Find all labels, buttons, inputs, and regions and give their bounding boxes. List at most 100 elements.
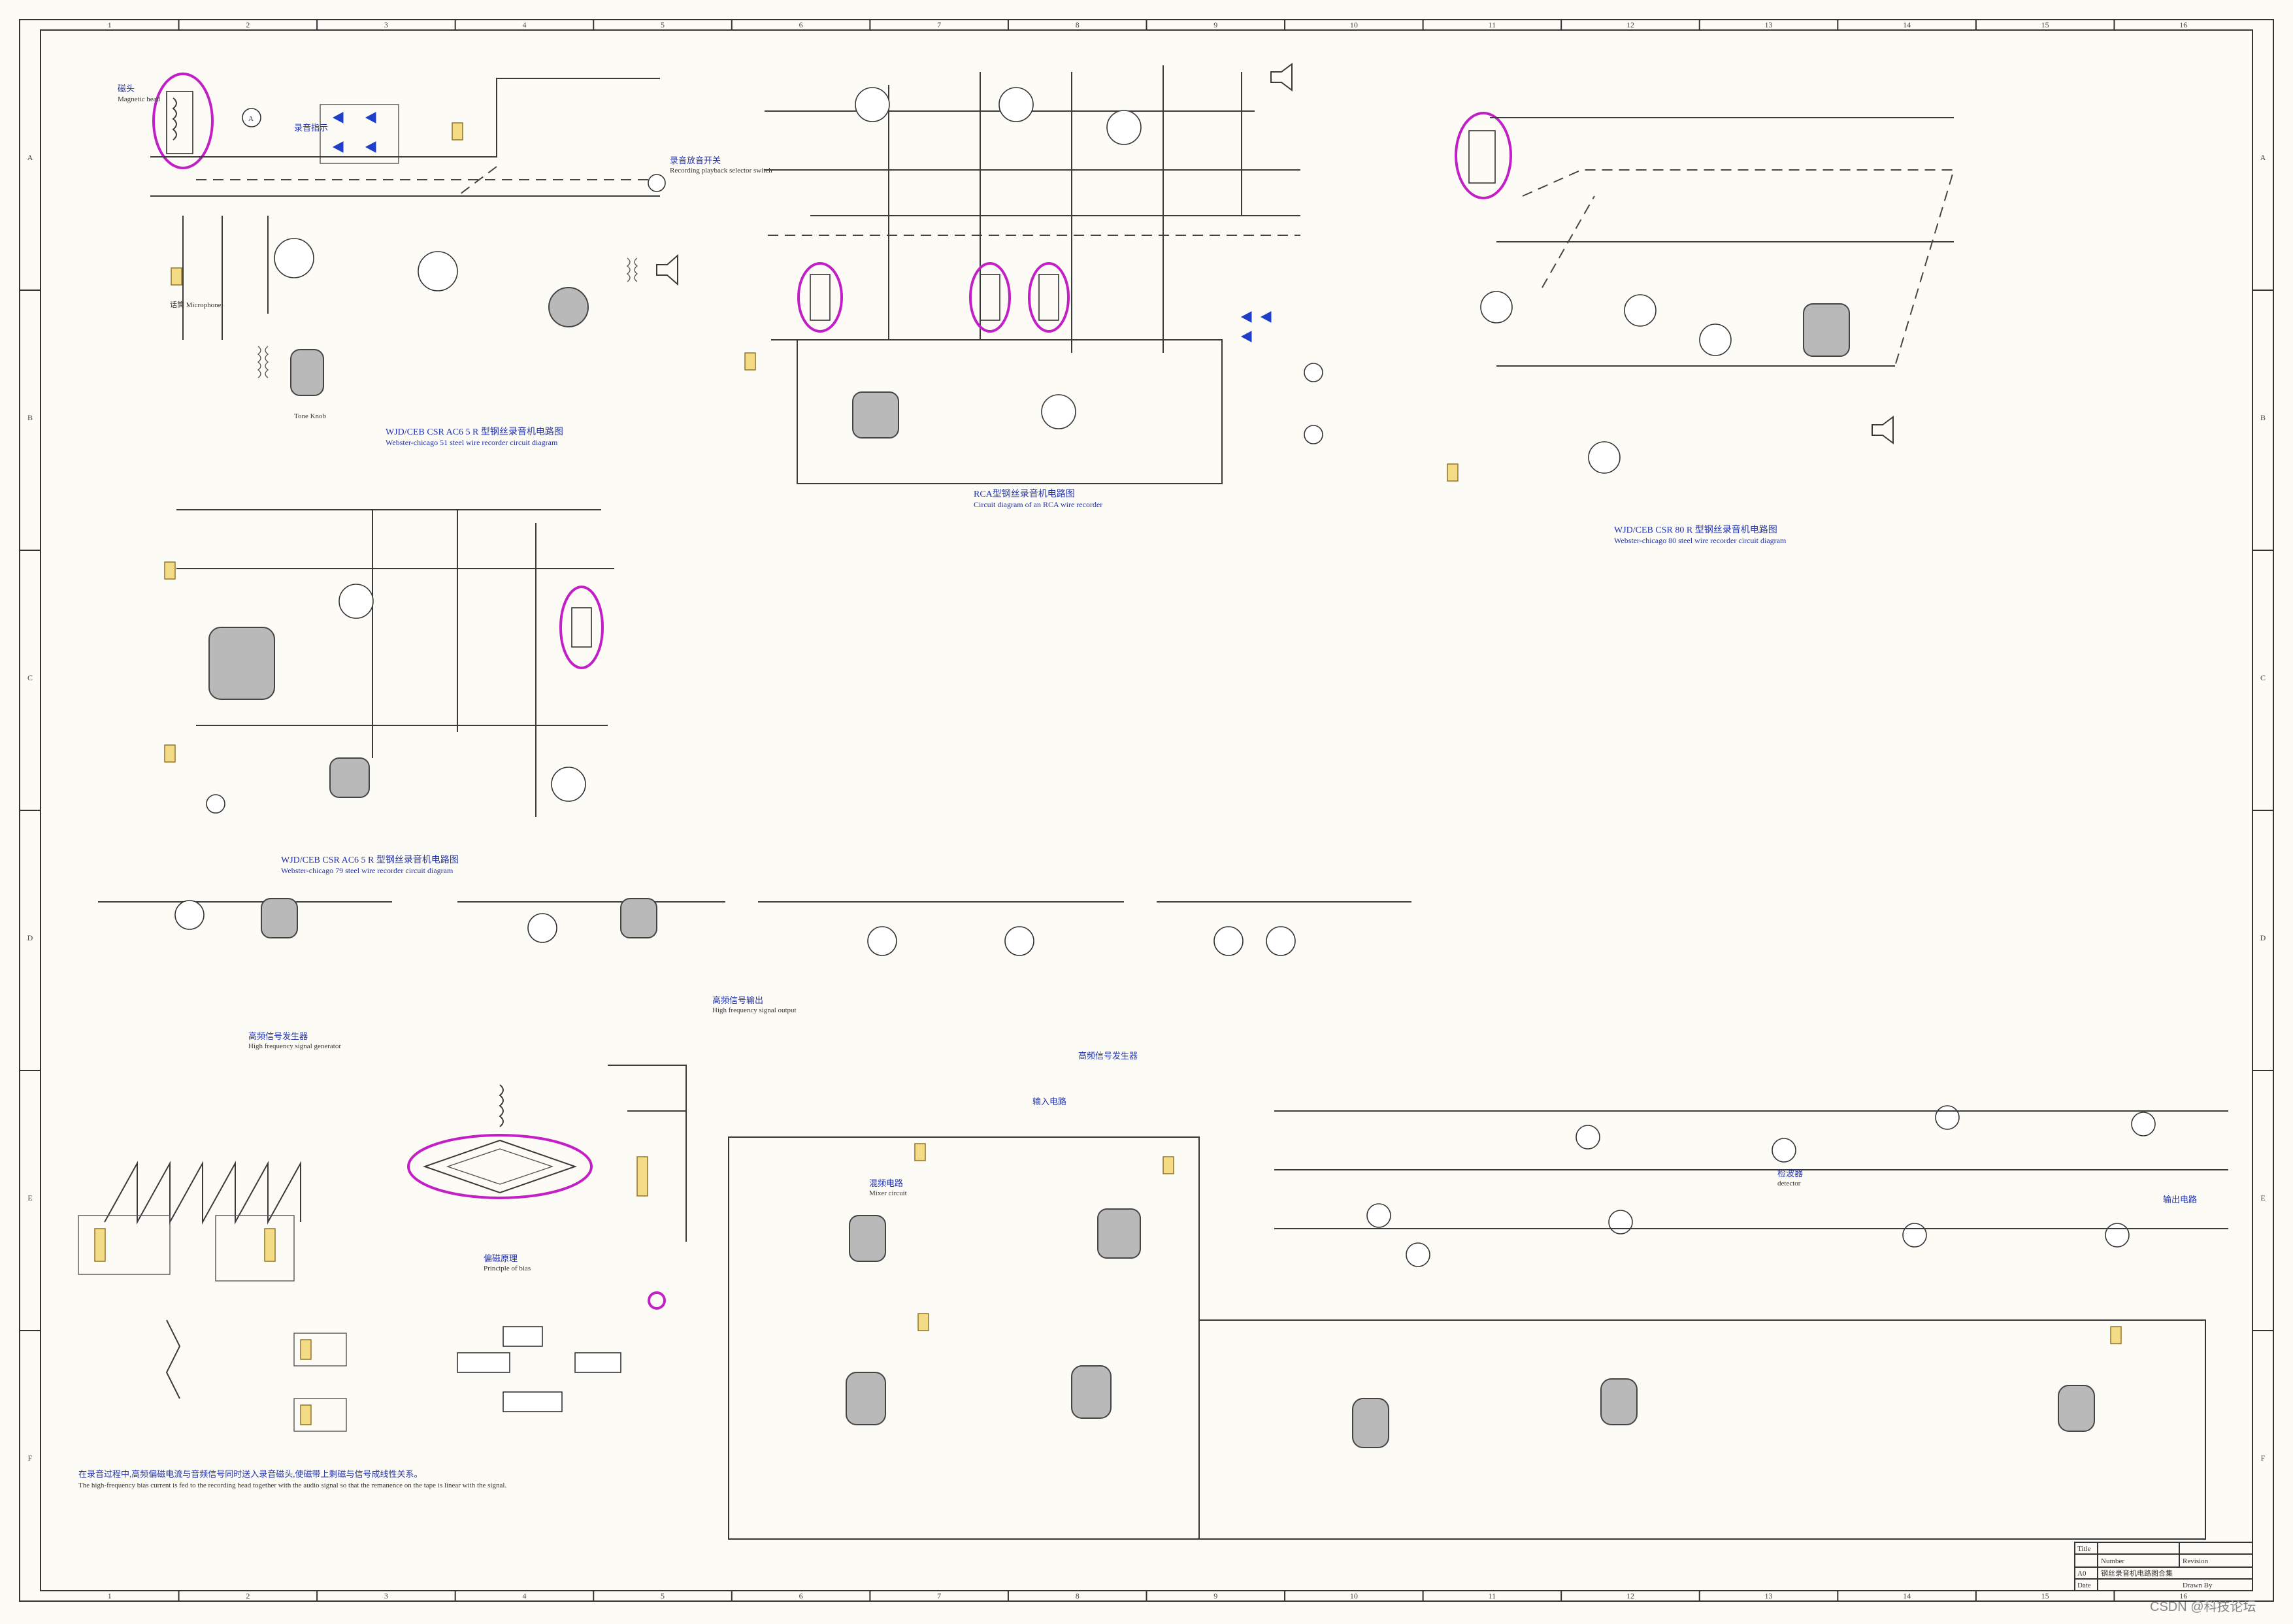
section-3-circuit: WJD/CEB CSR 80 R 型钢丝录音机电路图 Webster-chica… bbox=[1447, 112, 1955, 545]
bias-principle-diagram: 偏磁原理 Principle of bias bbox=[407, 1065, 687, 1412]
input-circuit-label: 输入电路 bbox=[1032, 1097, 1066, 1106]
grid-col-top-10: 10 bbox=[1350, 20, 1358, 29]
grid-col-top-12: 12 bbox=[1626, 20, 1634, 29]
mixer-label: 混频电路 bbox=[869, 1178, 903, 1188]
switch-label: 录音放音开关 bbox=[670, 156, 721, 165]
grid-col-bottom-14: 14 bbox=[1903, 1591, 1911, 1600]
highlight-head-1 bbox=[797, 262, 843, 333]
principle-text-block: 在录音过程中,高频偏磁电流与音频信号同时送入录音磁头,使磁带上剩磁与信号成线性关… bbox=[78, 1161, 506, 1489]
tb-size: A0 bbox=[2077, 1570, 2087, 1578]
tb-number: Number bbox=[2101, 1557, 2124, 1565]
highlight-head-4 bbox=[1455, 112, 1512, 199]
tone-knob-label: Tone Knob bbox=[294, 412, 327, 420]
section-2-tubes bbox=[852, 87, 1142, 439]
section-4-title: WJD/CEB CSR AC6 5 R 型钢丝录音机电路图 bbox=[281, 854, 459, 865]
mic-jack bbox=[171, 267, 182, 286]
sawtooth-waveform bbox=[104, 1161, 301, 1225]
svg-text:A: A bbox=[248, 115, 254, 123]
grid-col-top-11: 11 bbox=[1489, 20, 1496, 29]
grid-col-top-15: 15 bbox=[2041, 20, 2049, 29]
hf-output-label: 高频信号输出 bbox=[712, 995, 763, 1005]
highlight-magnetic-head bbox=[152, 73, 214, 169]
section-2-circuit: RCA型钢丝录音机电路图 Circuit diagram of an RCA w… bbox=[744, 63, 1323, 509]
hf-osc-label-1: 高频信号发生器 bbox=[248, 1031, 308, 1041]
grid-col-bottom-6: 6 bbox=[799, 1591, 803, 1600]
title-block: Title Number Revision A0 钢丝录音机电路图合集 Date… bbox=[2074, 1542, 2253, 1591]
tb-date: Date bbox=[2077, 1582, 2091, 1589]
tb-revision: Revision bbox=[2183, 1557, 2209, 1565]
rec-indicator-label: 录音指示 bbox=[294, 123, 328, 133]
speaker-icon-2 bbox=[1270, 63, 1293, 91]
inner-frame bbox=[40, 29, 2253, 1591]
head-label-en: Magnetic head bbox=[118, 95, 161, 103]
grid-col-top-7: 7 bbox=[937, 20, 941, 29]
section-1-title-en: Webster-chicago 51 steel wire recorder c… bbox=[386, 438, 558, 447]
grid-row-right-D: D bbox=[2260, 933, 2266, 942]
tb-file: 钢丝录音机电路图合集 bbox=[2101, 1568, 2173, 1578]
section-2-title: RCA型钢丝录音机电路图 bbox=[974, 488, 1075, 499]
grid-col-bottom-8: 8 bbox=[1076, 1591, 1080, 1600]
hf-osc-label-2: 高频信号发生器 bbox=[1078, 1051, 1138, 1061]
section-4-circuit: WJD/CEB CSR AC6 5 R 型钢丝录音机电路图 Webster-ch… bbox=[164, 509, 614, 875]
principle-text: 在录音过程中,高频偏磁电流与音频信号同时送入录音磁头,使磁带上剩磁与信号成线性关… bbox=[78, 1469, 423, 1479]
grid-row-left-C: C bbox=[27, 673, 33, 682]
section-3-title: WJD/CEB CSR 80 R 型钢丝录音机电路图 bbox=[1614, 524, 1777, 535]
grid-col-top-6: 6 bbox=[799, 20, 803, 29]
highlight-bias-diagram bbox=[407, 1134, 593, 1199]
grid-row-left-D: D bbox=[27, 933, 33, 942]
grid-col-top-3: 3 bbox=[384, 20, 388, 29]
grid-row-left-E: E bbox=[27, 1193, 32, 1202]
bus-1 bbox=[150, 78, 660, 157]
grid-col-top-13: 13 bbox=[1765, 20, 1773, 29]
grid-row-right-F: F bbox=[2261, 1453, 2266, 1463]
grid-col-top-4: 4 bbox=[522, 20, 526, 29]
grid-col-top-9: 9 bbox=[1213, 20, 1217, 29]
grid-col-top-1: 1 bbox=[108, 20, 112, 29]
hf-output-label-en: High frequency signal output bbox=[712, 1006, 797, 1014]
hf-oscillator-row: 高频信号发生器 High frequency signal generator … bbox=[98, 898, 1411, 1061]
grid-col-bottom-11: 11 bbox=[1489, 1591, 1496, 1600]
highlight-head-3 bbox=[1028, 262, 1070, 333]
mic-label: 话筒 Microphone bbox=[170, 300, 222, 309]
grid-col-bottom-16: 16 bbox=[2179, 1591, 2187, 1600]
section-4-title-en: Webster-chicago 79 steel wire recorder c… bbox=[281, 866, 454, 875]
mixer-detector-panel: 混频电路 Mixer circuit 输入电路 检波器 detector 输出电… bbox=[728, 1097, 2228, 1540]
bias-principle-label-en: Principle of bias bbox=[484, 1265, 531, 1272]
grid-col-top-5: 5 bbox=[661, 20, 665, 29]
head-coil bbox=[172, 97, 177, 141]
grid-col-bottom-4: 4 bbox=[522, 1591, 526, 1600]
bias-principle-label: 偏磁原理 bbox=[484, 1253, 518, 1263]
mixer-label-en: Mixer circuit bbox=[869, 1189, 907, 1197]
highlight-head-5 bbox=[559, 586, 604, 669]
watermark-credit: CSDN @科技论坛 bbox=[2150, 1599, 2256, 1614]
bridge-rectifier bbox=[320, 104, 399, 164]
grid-row-left-A: A bbox=[27, 153, 33, 162]
hf-osc-label-1-en: High frequency signal generator bbox=[248, 1042, 341, 1050]
head-label: 磁头 bbox=[118, 84, 135, 93]
section-1-circuit: 磁头 Magnetic head A 录音指示 bbox=[118, 73, 772, 447]
section-1-tubes bbox=[274, 238, 589, 396]
tb-title: Title bbox=[2077, 1545, 2091, 1553]
section-3-tubes bbox=[1480, 291, 1850, 474]
grid-col-top-16: 16 bbox=[2179, 20, 2187, 29]
grid-row-right-A: A bbox=[2260, 153, 2266, 162]
grid-col-bottom-9: 9 bbox=[1213, 1591, 1217, 1600]
grid-col-bottom-15: 15 bbox=[2041, 1591, 2049, 1600]
grid-col-bottom-10: 10 bbox=[1350, 1591, 1358, 1600]
grid-col-bottom-1: 1 bbox=[108, 1591, 112, 1600]
grid-col-top-8: 8 bbox=[1076, 20, 1080, 29]
speaker-icon-3 bbox=[1872, 416, 1894, 444]
highlight-head-2 bbox=[969, 262, 1011, 333]
grid-row-left-F: F bbox=[28, 1453, 33, 1463]
grid-row-right-E: E bbox=[2260, 1193, 2265, 1202]
tb-drawn: Drawn By bbox=[2183, 1582, 2213, 1589]
grid-col-bottom-13: 13 bbox=[1765, 1591, 1773, 1600]
grid-markers: 1122334455667788991010111112121313141415… bbox=[20, 20, 2273, 1601]
section-3-title-en: Webster-chicago 80 steel wire recorder c… bbox=[1614, 536, 1787, 545]
output-circuit-label: 输出电路 bbox=[2163, 1195, 2197, 1204]
detector-label-en: detector bbox=[1777, 1180, 1801, 1187]
grid-row-right-C: C bbox=[2260, 673, 2266, 682]
grid-col-bottom-7: 7 bbox=[937, 1591, 941, 1600]
